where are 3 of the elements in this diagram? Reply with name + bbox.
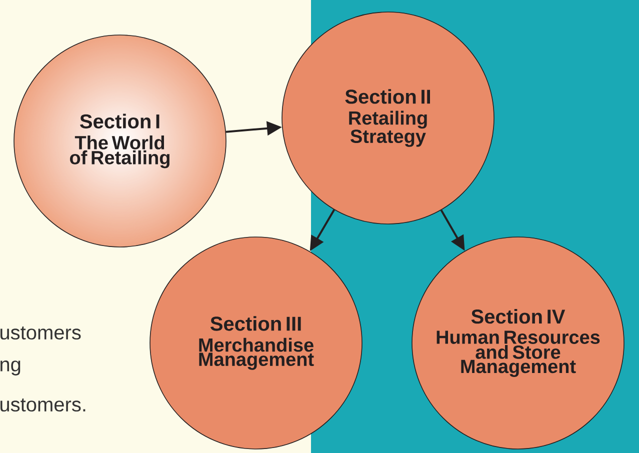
body-text: ustomers. xyxy=(0,398,86,412)
body-text: ng xyxy=(0,360,20,376)
body-text: ustomers xyxy=(0,326,81,340)
